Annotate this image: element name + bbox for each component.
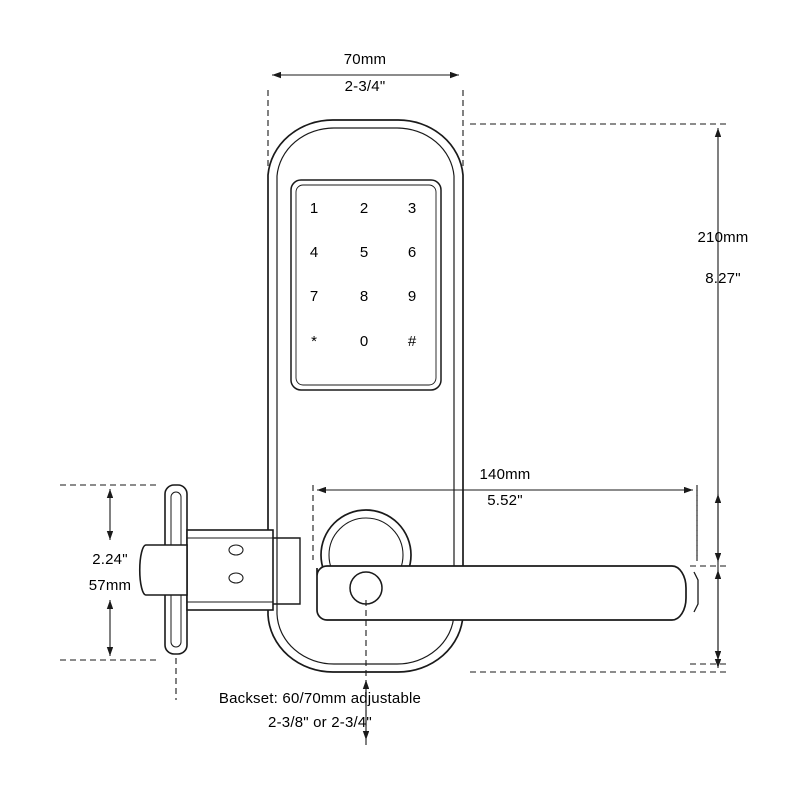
key-7: 7 xyxy=(309,288,319,305)
dimension-width-inch: 2-3/4" xyxy=(344,78,386,95)
key-9: 9 xyxy=(407,288,417,305)
dimension-latch-inch: 2.24" xyxy=(92,551,128,568)
handle-assembly xyxy=(316,509,699,621)
key-2: 2 xyxy=(359,200,369,217)
latch-assembly xyxy=(138,484,301,655)
dimension-width-mm: 70mm xyxy=(343,51,387,68)
dimension-height-inch: 8.27" xyxy=(705,270,741,287)
key-5: 5 xyxy=(359,244,369,261)
key-hash: # xyxy=(407,333,417,350)
dimension-height-mm: 210mm xyxy=(697,229,749,246)
dimension-latch-mm: 57mm xyxy=(88,577,132,594)
key-4: 4 xyxy=(309,244,319,261)
dimension-handle-mm: 140mm xyxy=(479,466,531,483)
key-0: 0 xyxy=(359,333,369,350)
dimension-lines xyxy=(60,71,730,745)
note-backset-line1: Backset: 60/70mm adjustable xyxy=(218,690,422,707)
key-star: * xyxy=(311,333,317,350)
note-backset-line2: 2-3/8" or 2-3/4" xyxy=(268,714,372,731)
dimension-handle-inch: 5.52" xyxy=(487,492,523,509)
key-8: 8 xyxy=(359,288,369,305)
keypad-panel xyxy=(290,179,442,391)
key-1: 1 xyxy=(309,200,319,217)
key-6: 6 xyxy=(407,244,417,261)
key-3: 3 xyxy=(407,200,417,217)
